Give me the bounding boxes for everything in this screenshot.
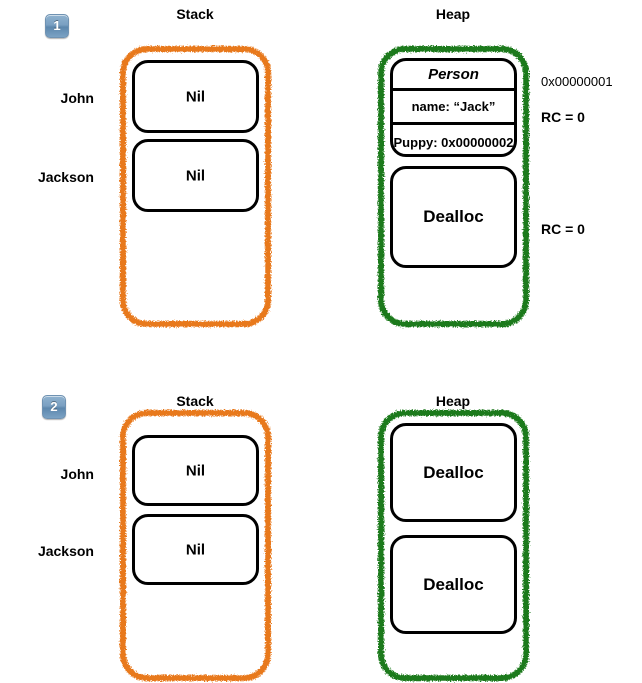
diagram-panel-step-1: 1 Stack Heap John Jackson Nil Nil bbox=[37, 6, 613, 329]
stack-cell-john-2: Nil bbox=[132, 435, 259, 506]
heap-cell-dealloc-1-2: Dealloc bbox=[390, 423, 517, 522]
heap-region-2 bbox=[376, 408, 531, 683]
heap-cell-dealloc-2-text-2: Dealloc bbox=[423, 574, 484, 594]
heap-cell-dealloc-1-text-2: Dealloc bbox=[423, 462, 484, 482]
stack-cell-jackson-2: Nil bbox=[132, 514, 259, 585]
heap-cell-dealloc-text: Dealloc bbox=[423, 207, 484, 226]
stack-var-label-jackson-2: Jackson bbox=[37, 543, 94, 559]
heap-region bbox=[376, 44, 531, 329]
stack-heading: Stack bbox=[176, 6, 214, 22]
stack-region-outline-2 bbox=[120, 410, 271, 681]
heap-object-title: Person bbox=[393, 61, 514, 91]
heap-cell-dealloc: Dealloc bbox=[390, 166, 517, 268]
stack-region-2 bbox=[118, 408, 273, 683]
heap-address-annotation: 0x00000001 bbox=[541, 74, 613, 89]
heap-region-outline-2 bbox=[378, 410, 529, 681]
heap-rc-annotation-2: RC = 0 bbox=[541, 221, 585, 237]
stack-cell-john-text-2: Nil bbox=[185, 462, 206, 479]
stack-cell-john-text: Nil bbox=[185, 88, 206, 105]
heap-object-field-name: name: “Jack” bbox=[393, 91, 514, 125]
stack-cell-john: Nil bbox=[132, 60, 259, 133]
heap-object-field-puppy: Puppy: 0x00000002 bbox=[393, 134, 514, 150]
stack-var-label-jackson: Jackson bbox=[37, 169, 94, 185]
stack-cell-jackson-text-2: Nil bbox=[185, 541, 206, 558]
stack-cell-jackson-text: Nil bbox=[185, 167, 206, 184]
stack-var-label-john-2: John bbox=[60, 466, 94, 482]
heap-heading: Heap bbox=[435, 6, 471, 22]
stack-var-label-john: John bbox=[60, 90, 94, 106]
stack-heading-2: Stack bbox=[176, 393, 214, 409]
heap-cell-dealloc-2-2: Dealloc bbox=[390, 535, 517, 634]
heap-heading-2: Heap bbox=[435, 393, 471, 409]
step-badge-1: 1 bbox=[45, 14, 69, 38]
heap-object-cell-person: Person name: “Jack” Puppy: 0x00000002 bbox=[390, 58, 517, 157]
stack-region-outline bbox=[120, 46, 271, 327]
heap-rc-annotation-1: RC = 0 bbox=[541, 109, 585, 125]
stack-cell-jackson: Nil bbox=[132, 139, 259, 212]
step-badge-2: 2 bbox=[42, 395, 66, 419]
stack-region bbox=[118, 44, 273, 329]
heap-region-outline bbox=[378, 46, 529, 327]
diagram-panel-step-2: 2 Stack Heap John Jackson Nil Nil bbox=[0, 360, 642, 683]
